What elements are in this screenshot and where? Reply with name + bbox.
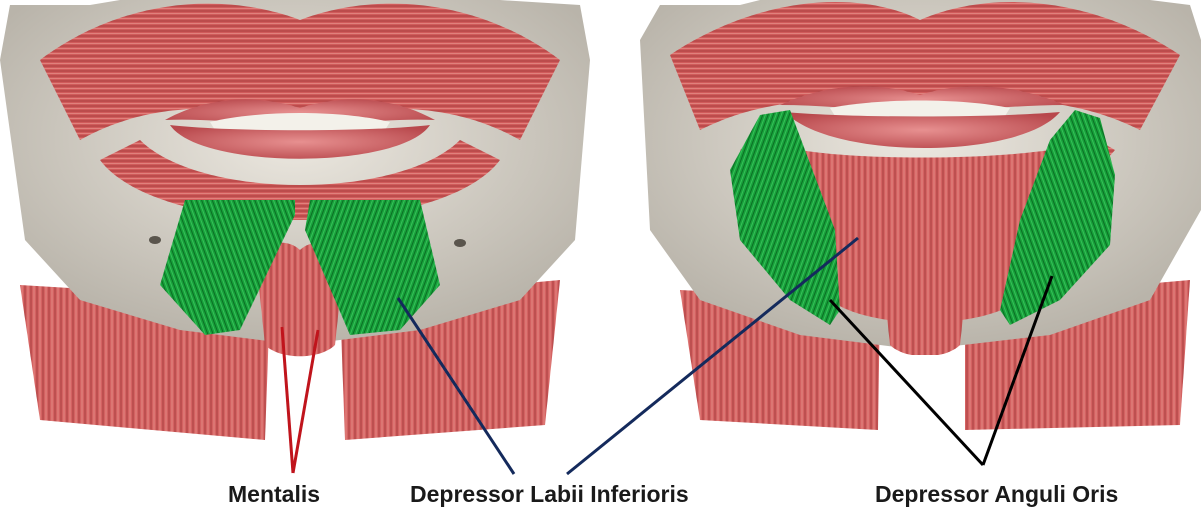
right-mentalis-muscle	[880, 243, 970, 357]
left-panel	[0, 0, 590, 442]
left-foramen-a	[149, 236, 161, 244]
label-mentalis: Mentalis	[228, 481, 320, 507]
right-panel	[640, 0, 1201, 430]
left-foramen-b	[454, 239, 466, 247]
label-depressor-anguli-oris: Depressor Anguli Oris	[875, 481, 1118, 507]
label-depressor-labii-inferioris: Depressor Labii Inferioris	[410, 481, 689, 507]
right-chin-gap	[883, 355, 965, 417]
